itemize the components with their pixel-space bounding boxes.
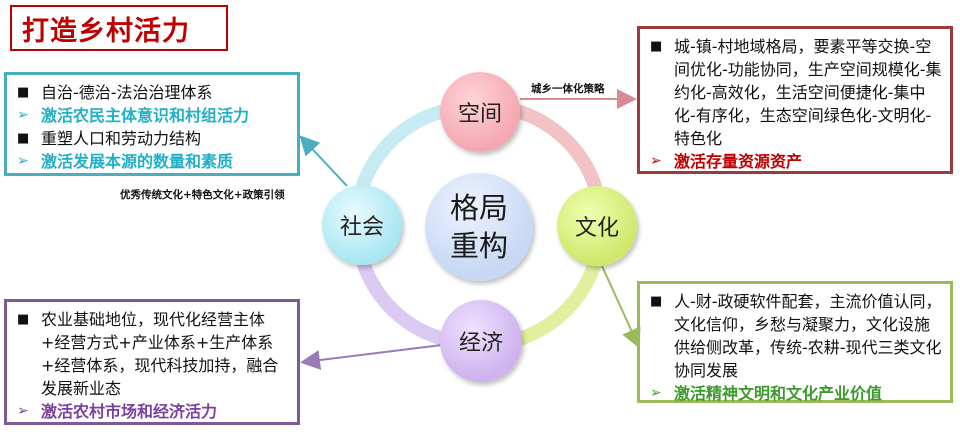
square-bullet-icon: ■ xyxy=(17,85,30,100)
list-item: ➢ 激活发展本源的数量和素质 xyxy=(15,150,289,173)
list-item: ■ 人-财-政硬软件配套，主流价值认同，文化信仰，乡愁与凝聚力，文化设施供给侧改… xyxy=(648,290,942,382)
ring-arc-economy-society xyxy=(357,258,447,345)
node-society-label: 社会 xyxy=(339,215,384,240)
node-culture: 文化 xyxy=(557,186,637,266)
list-item: ■ 城-镇-村地域格局，要素平等交换-空间优化-功能协同，生产空间规模化-集约化… xyxy=(648,35,942,150)
list-item-text: 人-财-政硬软件配套，主流价值认同，文化信仰，乡愁与凝聚力，文化设施供给侧改革，… xyxy=(674,292,942,380)
title-box: 打造乡村活力 xyxy=(10,5,228,51)
node-society: 社会 xyxy=(322,185,402,265)
square-bullet-icon: ■ xyxy=(650,39,663,54)
economy-box: ■ 农业基础地位，现代化经营主体+经营方式+产业体系+生产体系+经营体系，现代科… xyxy=(4,299,300,425)
square-bullet-icon: ■ xyxy=(17,131,30,146)
arrow-economy-to-economy-box xyxy=(300,344,443,370)
node-culture-label: 文化 xyxy=(574,216,619,241)
arrow-bullet-icon: ➢ xyxy=(650,153,662,169)
culture-box: ■ 人-财-政硬软件配套，主流价值认同，文化信仰，乡愁与凝聚力，文化设施供给侧改… xyxy=(637,281,953,403)
list-item: ➢ 激活存量资源资产 xyxy=(648,150,942,173)
square-bullet-icon: ■ xyxy=(650,294,663,309)
society-link-label: 优秀传统文化+特色文化+政策引领 xyxy=(120,189,285,201)
node-economy: 经济 xyxy=(440,300,522,382)
ring-arc-space-culture xyxy=(513,105,602,193)
node-space: 空间 xyxy=(440,72,520,152)
arrow-bullet-icon: ➢ xyxy=(17,107,29,123)
arrow-bullet-icon: ➢ xyxy=(650,385,662,401)
page-title: 打造乡村活力 xyxy=(22,15,190,47)
ring-arc-society-space xyxy=(356,105,447,192)
arrow-culture-to-culture-box xyxy=(601,265,641,349)
list-item-text: 农业基础地位，现代化经营主体+经营方式+产业体系+生产体系+经营体系，现代科技加… xyxy=(41,310,279,398)
arrow-society-to-society-box xyxy=(299,135,348,187)
ring-arc-culture-economy xyxy=(515,259,601,345)
list-item-text: 城-镇-村地域格局，要素平等交换-空间优化-功能协同，生产空间规模化-集约化-高… xyxy=(674,37,942,148)
urban-rural-strategy-label: 城乡一体化策略 xyxy=(531,83,605,95)
list-item-text: 激活存量资源资产 xyxy=(674,152,803,171)
list-item-text: 激活精神文明和文化产业价值 xyxy=(674,384,883,403)
list-item: ■ 自治-德治-法治治理体系 xyxy=(15,81,289,104)
list-item-text: 激活发展本源的数量和素质 xyxy=(41,152,234,171)
list-item: ■ 重塑人口和劳动力结构 xyxy=(15,127,289,150)
list-item: ➢ 激活农民主体意识和村组活力 xyxy=(15,104,289,127)
list-item-text: 激活农村市场和经济活力 xyxy=(41,402,218,421)
square-bullet-icon: ■ xyxy=(17,312,30,327)
list-item-text: 激活农民主体意识和村组活力 xyxy=(41,106,250,125)
society-box: ■ 自治-德治-法治治理体系 ➢ 激活农民主体意识和村组活力 ■ 重塑人口和劳动… xyxy=(4,72,300,176)
node-center: 格局 重构 xyxy=(425,173,533,281)
arrow-bullet-icon: ➢ xyxy=(17,153,29,169)
list-item: ➢ 激活农村市场和经济活力 xyxy=(15,400,289,423)
arrow-bullet-icon: ➢ xyxy=(17,403,29,419)
list-item: ■ 农业基础地位，现代化经营主体+经营方式+产业体系+生产体系+经营体系，现代科… xyxy=(15,308,289,400)
center-line-1: 格局 xyxy=(449,191,508,225)
list-item-text: 重塑人口和劳动力结构 xyxy=(41,129,202,148)
center-line-2: 重构 xyxy=(449,229,508,263)
list-item-text: 自治-德治-法治治理体系 xyxy=(41,83,213,102)
node-space-label: 空间 xyxy=(457,102,502,127)
list-item: ➢ 激活精神文明和文化产业价值 xyxy=(648,382,942,405)
space-box: ■ 城-镇-村地域格局，要素平等交换-空间优化-功能协同，生产空间规模化-集约化… xyxy=(637,26,953,174)
node-economy-label: 经济 xyxy=(458,331,503,356)
